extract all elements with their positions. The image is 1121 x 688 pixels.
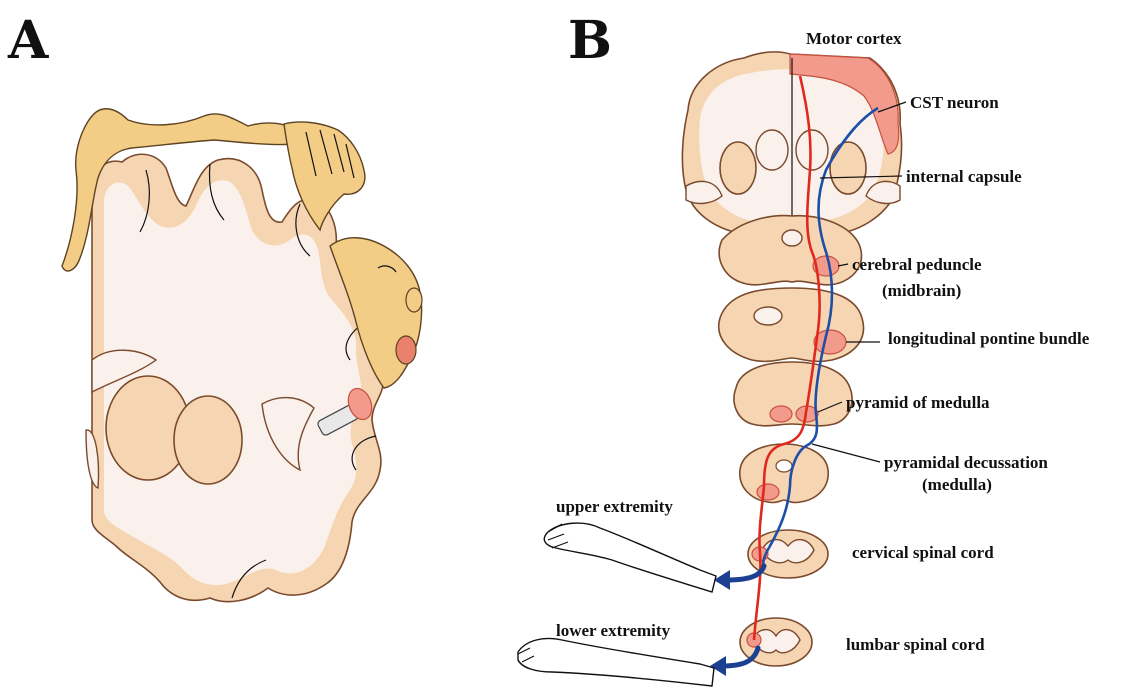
panel-b-letter: B (568, 10, 612, 71)
label-upper-extremity: upper extremity (556, 497, 673, 516)
central-canal-medulla (776, 460, 792, 472)
leg-outline (518, 639, 714, 687)
left-ventricle (756, 130, 788, 170)
label-medulla: (medulla) (922, 475, 992, 494)
medulla-outline (734, 362, 852, 426)
caudal-medulla-section (740, 444, 828, 503)
pons-section (719, 288, 864, 361)
pons-tegmentum (754, 307, 782, 325)
putamen (174, 396, 242, 484)
panel-a: A (7, 10, 422, 602)
panel-b: B (518, 10, 1090, 686)
panel-a-letter: A (7, 10, 49, 71)
coronal-brain-section (682, 52, 901, 232)
label-motor-cortex: Motor cortex (806, 29, 902, 48)
label-pontine-bundle: longitudinal pontine bundle (888, 329, 1090, 348)
upper-extremity-drawing (544, 523, 716, 592)
label-pyramidal-decussation: pyramidal decussation (884, 453, 1048, 472)
cerebral-aqueduct (782, 230, 802, 246)
label-midbrain: (midbrain) (882, 281, 961, 300)
right-basal-ganglia (830, 142, 866, 194)
left-pyramid (770, 406, 792, 422)
midbrain-outline (719, 216, 861, 285)
medulla-section (734, 362, 852, 426)
homunculus-nose (406, 288, 422, 312)
hemisphere-section (86, 154, 384, 601)
lower-extremity-drawing (518, 639, 714, 687)
arm-outline (544, 523, 716, 592)
cervical-arrow-head (714, 570, 730, 590)
midbrain-section (719, 216, 861, 285)
label-lumbar-cord: lumbar spinal cord (846, 635, 985, 654)
lateral-cst-medulla (757, 484, 779, 500)
right-ventricle (796, 130, 828, 170)
label-pyramid-medulla: pyramid of medulla (846, 393, 990, 412)
label-cervical-cord: cervical spinal cord (852, 543, 994, 562)
left-basal-ganglia (720, 142, 756, 194)
caudal-medulla-outline (740, 444, 828, 503)
homunculus-mouth (396, 336, 416, 364)
label-lower-extremity: lower extremity (556, 621, 671, 640)
label-cst-neuron: CST neuron (910, 93, 999, 112)
label-cerebral-peduncle: cerebral peduncle (852, 255, 982, 274)
label-internal-capsule: internal capsule (906, 167, 1022, 186)
